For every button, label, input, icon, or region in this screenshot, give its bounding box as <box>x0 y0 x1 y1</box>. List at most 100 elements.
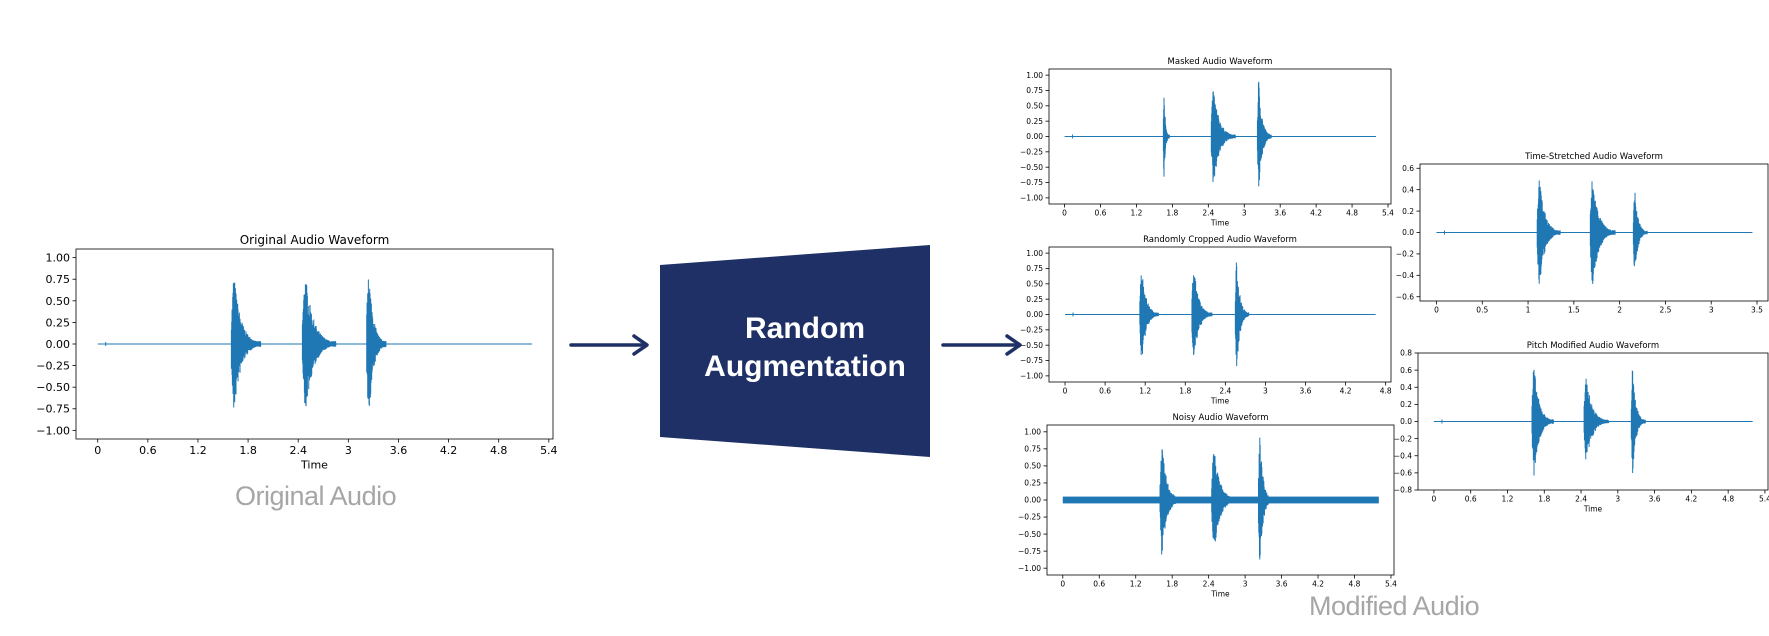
noisy-y-tick-label: −0.50 <box>1018 530 1041 539</box>
stretched-x-tick-label: 1 <box>1526 306 1531 315</box>
cropped-y-tick-label: −0.75 <box>1020 356 1043 365</box>
original-x-tick-label: 3 <box>345 444 352 457</box>
original-chart-title: Original Audio Waveform <box>240 233 390 247</box>
original-y-tick-label: −0.25 <box>36 360 70 373</box>
noisy-y-tick-label: 0.00 <box>1024 496 1041 505</box>
stretched-y-tick-label: 0.4 <box>1402 185 1414 194</box>
masked-waveform-line <box>1064 81 1377 187</box>
original-x-tick-label: 4.8 <box>490 444 508 457</box>
stretched-y-tick-label: 0.2 <box>1402 207 1414 216</box>
cropped-y-tick-label: −0.50 <box>1020 341 1043 350</box>
pitch-chart-title: Pitch Modified Audio Waveform <box>1527 341 1659 351</box>
noisy-x-tick-label: 2.4 <box>1203 580 1215 589</box>
cropped-x-tick-label: 1.8 <box>1179 387 1191 396</box>
original-y-tick-label: 0.00 <box>46 338 71 351</box>
noisy-chart-title: Noisy Audio Waveform <box>1172 413 1268 423</box>
original-y-tick-label: 0.25 <box>46 316 71 329</box>
original-x-axis-label: Time <box>300 458 328 471</box>
stretched-y-tick-label: −0.2 <box>1396 250 1414 259</box>
cropped-x-tick-label: 4.8 <box>1380 387 1392 396</box>
masked-y-tick-label: 0.50 <box>1026 102 1043 111</box>
masked-y-tick-label: −1.00 <box>1020 194 1043 203</box>
stretched-chart-title: Time-Stretched Audio Waveform <box>1524 152 1663 162</box>
cropped-x-tick-label: 0.6 <box>1099 387 1111 396</box>
masked-x-tick-label: 4.8 <box>1346 209 1358 218</box>
pitch-x-tick-label: 4.2 <box>1685 495 1697 504</box>
stretched-x-tick-label: 0 <box>1434 306 1439 315</box>
original-x-tick-label: 3.6 <box>390 444 408 457</box>
pitch-x-tick-label: 3 <box>1615 495 1620 504</box>
noisy-y-tick-label: −1.00 <box>1018 564 1041 573</box>
masked-x-tick-label: 3 <box>1242 209 1247 218</box>
input-arrow <box>569 334 649 356</box>
masked-x-tick-label: 2.4 <box>1202 209 1214 218</box>
cropped-x-tick-label: 0 <box>1063 387 1068 396</box>
original-y-tick-label: −1.00 <box>36 424 70 437</box>
noisy-x-tick-label: 0 <box>1060 580 1065 589</box>
output-arrow <box>941 334 1022 356</box>
original-x-tick-label: 1.2 <box>189 444 207 457</box>
cropped-x-tick-label: 4.2 <box>1340 387 1352 396</box>
original-x-tick-label: 2.4 <box>289 444 307 457</box>
pitch-y-tick-label: 0.2 <box>1400 400 1412 409</box>
augmentation-trapezoid <box>660 245 930 457</box>
noisy-y-tick-label: −0.75 <box>1018 547 1041 556</box>
cropped-y-tick-label: 0.25 <box>1026 295 1043 304</box>
pitch-y-tick-label: −0.4 <box>1394 451 1412 460</box>
stretched-x-tick-label: 2 <box>1617 306 1622 315</box>
cropped-x-tick-label: 2.4 <box>1219 387 1231 396</box>
noisy-y-tick-label: 1.00 <box>1024 428 1041 437</box>
noisy-noise-band <box>1062 496 1379 504</box>
masked-y-tick-label: −0.75 <box>1020 178 1043 187</box>
cropped-x-tick-label: 1.2 <box>1139 387 1151 396</box>
pitch-x-tick-label: 1.8 <box>1538 495 1550 504</box>
noisy-x-tick-label: 1.2 <box>1130 580 1142 589</box>
pitch-x-tick-label: 4.8 <box>1722 495 1734 504</box>
masked-y-tick-label: 0.25 <box>1026 117 1043 126</box>
noisy-x-tick-label: 0.6 <box>1093 580 1105 589</box>
random-augmentation-block: Random Augmentation <box>660 245 930 457</box>
original-x-tick-label: 1.8 <box>239 444 257 457</box>
original-audio-caption: Original Audio <box>235 481 397 511</box>
original-y-tick-label: −0.75 <box>36 403 70 416</box>
pitch-y-tick-label: 0.6 <box>1400 366 1412 375</box>
noisy-x-tick-label: 4.8 <box>1349 580 1361 589</box>
pitch-x-tick-label: 0 <box>1432 495 1437 504</box>
cropped-y-tick-label: 0.00 <box>1026 310 1043 319</box>
pitch-y-tick-label: 0.4 <box>1400 383 1412 392</box>
original-y-tick-label: −0.50 <box>36 381 70 394</box>
original-waveform-line <box>97 279 533 408</box>
cropped-x-axis-label: Time <box>1210 396 1230 405</box>
stretched-waveform-line <box>1436 180 1753 284</box>
noisy-y-tick-label: 0.50 <box>1024 462 1041 471</box>
masked-y-tick-label: 0.00 <box>1026 132 1043 141</box>
pitch-x-tick-label: 1.2 <box>1502 495 1514 504</box>
noisy-y-tick-label: 0.75 <box>1024 445 1041 454</box>
original-y-tick-label: 0.50 <box>46 295 71 308</box>
pitch-x-axis-label: Time <box>1583 504 1603 513</box>
original-y-tick-label: 1.00 <box>46 252 71 265</box>
masked-x-tick-label: 4.2 <box>1310 209 1322 218</box>
cropped-y-tick-label: 0.75 <box>1026 264 1043 273</box>
masked-x-axis-label: Time <box>1210 218 1230 227</box>
noisy-x-tick-label: 4.2 <box>1312 580 1324 589</box>
original-x-tick-label: 0 <box>94 444 101 457</box>
cropped-y-tick-label: 1.00 <box>1026 249 1043 258</box>
cropped-y-tick-label: −1.00 <box>1020 372 1043 381</box>
pitch-x-tick-label: 0.6 <box>1465 495 1477 504</box>
masked-x-tick-label: 1.8 <box>1166 209 1178 218</box>
masked-y-tick-label: −0.25 <box>1020 148 1043 157</box>
stretched-y-tick-label: −0.4 <box>1396 271 1414 280</box>
pitch-waveform-line <box>1433 369 1753 476</box>
masked-y-tick-label: −0.50 <box>1020 163 1043 172</box>
stretched-x-tick-label: 2.5 <box>1659 306 1671 315</box>
pitch-y-tick-label: −0.6 <box>1394 469 1412 478</box>
